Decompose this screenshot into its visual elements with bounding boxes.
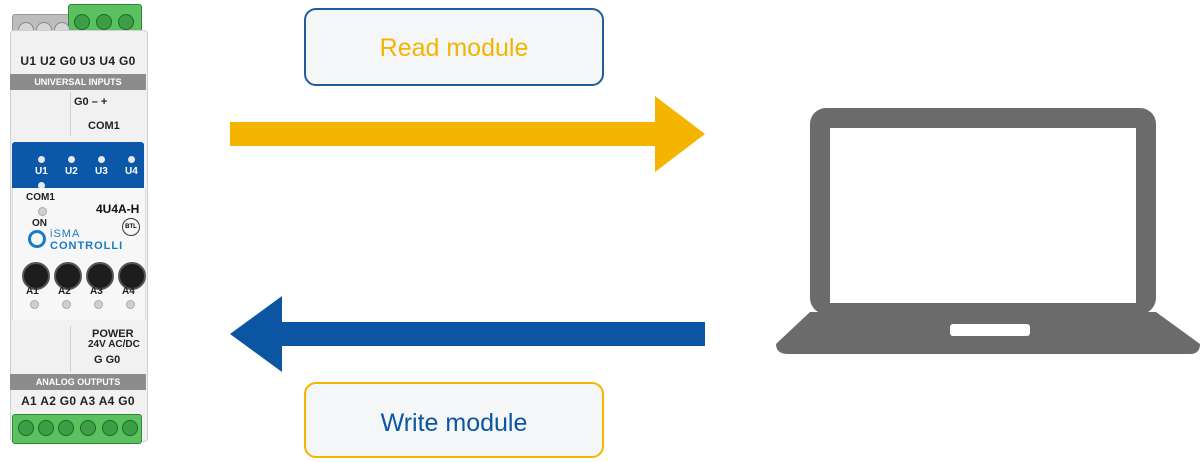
write-module-label: Write module	[304, 382, 604, 458]
brand-logo-icon	[28, 230, 46, 248]
terminal-screw	[38, 420, 54, 436]
power-spec: 24V AC/DC	[88, 339, 140, 350]
read-module-label: Read module	[304, 8, 604, 86]
output-led-a4	[126, 300, 135, 309]
terminal-screw	[58, 420, 74, 436]
com1-terminal-box	[70, 92, 147, 136]
input-led-u1	[38, 156, 45, 163]
model-name: 4U4A-H	[96, 202, 140, 216]
output-knob-a3	[86, 262, 114, 290]
bottom-pin-labels: A1 A2 G0 A3 A4 G0	[21, 394, 135, 408]
terminal-screw	[96, 14, 112, 30]
com1-pin-labels: G0 – +	[74, 96, 108, 108]
input-label-u4: U4	[125, 166, 138, 177]
output-led-a3	[94, 300, 103, 309]
terminal-screw	[74, 14, 90, 30]
input-led-panel	[12, 142, 144, 188]
output-label-a3: A3	[90, 286, 103, 297]
output-led-a1	[30, 300, 39, 309]
read-arrow-icon	[230, 96, 705, 172]
terminal-screw	[102, 420, 118, 436]
device-front-face	[12, 188, 146, 320]
terminal-screw	[80, 420, 96, 436]
power-title: POWER	[92, 328, 134, 340]
brand-name-line2: CONTROLLI	[50, 240, 124, 252]
write-arrow-icon	[230, 296, 705, 372]
power-terminal-box	[70, 326, 147, 372]
brand-name-line1: iSMA	[50, 228, 81, 240]
top-pin-labels: U1 U2 G0 U3 U4 G0	[20, 54, 136, 68]
on-led	[38, 207, 47, 216]
universal-inputs-band: UNIVERSAL INPUTS	[10, 74, 146, 90]
terminal-screw	[122, 420, 138, 436]
com1-label: COM1	[88, 120, 120, 132]
terminal-screw	[118, 14, 134, 30]
output-knob-a4	[118, 262, 146, 290]
com1-led	[38, 182, 45, 189]
com1-led-label: COM1	[26, 192, 55, 203]
input-led-u4	[128, 156, 135, 163]
laptop-icon	[776, 108, 1200, 354]
on-label: ON	[32, 218, 47, 229]
input-led-u2	[68, 156, 75, 163]
input-label-u3: U3	[95, 166, 108, 177]
output-label-a2: A2	[58, 286, 71, 297]
btl-mark: BTL	[122, 218, 140, 236]
analog-outputs-band: ANALOG OUTPUTS	[10, 374, 146, 390]
output-label-a1: A1	[26, 286, 39, 297]
output-led-a2	[62, 300, 71, 309]
input-led-u3	[98, 156, 105, 163]
io-module-device: U1 U2 G0 U3 U4 G0 UNIVERSAL INPUTS G0 – …	[8, 0, 148, 456]
output-knob-a2	[54, 262, 82, 290]
input-label-u1: U1	[35, 166, 48, 177]
input-label-u2: U2	[65, 166, 78, 177]
output-label-a4: A4	[122, 286, 135, 297]
power-pin-labels: G G0	[94, 354, 121, 366]
terminal-screw	[18, 420, 34, 436]
output-knob-a1	[22, 262, 50, 290]
